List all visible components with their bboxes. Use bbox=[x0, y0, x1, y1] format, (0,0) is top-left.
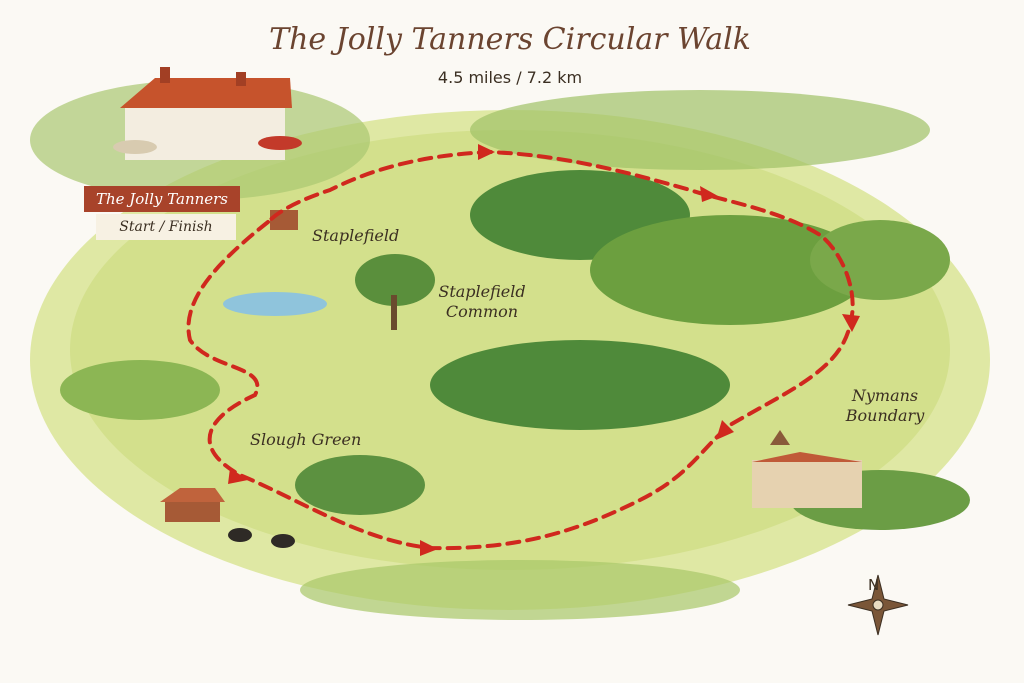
start-pub-label: The Jolly Tanners bbox=[84, 186, 240, 212]
pond bbox=[223, 292, 327, 316]
tree bbox=[355, 254, 435, 306]
label-line: Boundary bbox=[845, 406, 925, 425]
start-hut bbox=[270, 210, 298, 230]
label-nymans-boundary: Nymans Boundary bbox=[835, 386, 935, 426]
compass-rose bbox=[847, 574, 909, 636]
start-finish-label: Start / Finish bbox=[96, 214, 236, 240]
route-arrows bbox=[228, 144, 860, 556]
route-distance: 4.5 miles / 7.2 km bbox=[437, 68, 583, 87]
map-title: The Jolly Tanners Circular Walk bbox=[269, 22, 751, 57]
manor-house bbox=[752, 430, 862, 508]
compass-north-label: N bbox=[868, 576, 880, 594]
label-staplefield-common: Staplefield Common bbox=[432, 282, 532, 322]
label-staplefield: Staplefield bbox=[312, 226, 400, 245]
label-line: Common bbox=[445, 302, 519, 321]
label-line: Nymans bbox=[851, 386, 919, 405]
label-slough-green: Slough Green bbox=[250, 430, 362, 449]
barn bbox=[160, 488, 225, 522]
landscape bbox=[30, 80, 990, 620]
cows bbox=[228, 528, 295, 548]
label-line: Staplefield bbox=[438, 282, 526, 301]
pub-building bbox=[113, 67, 302, 160]
